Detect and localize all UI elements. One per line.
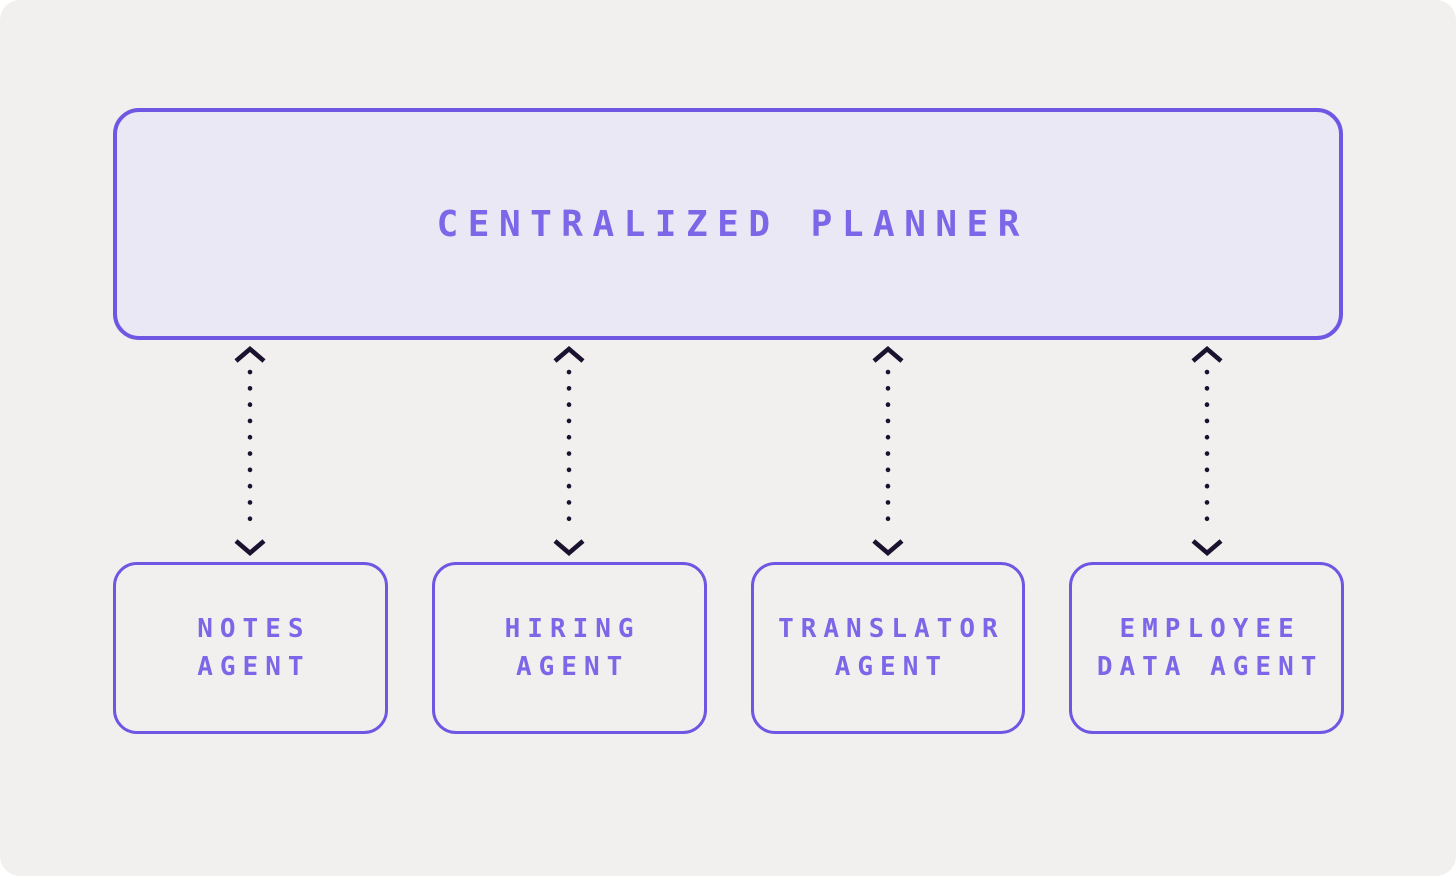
centralized-planner-box: CENTRALIZED PLANNER [113,108,1343,340]
agent-label-line: EMPLOYEE [1119,614,1301,644]
agent-label-line: AGENT [197,652,311,682]
agent-label-line: NOTES [197,614,311,644]
agent-label-line: AGENT [515,652,630,682]
agent-label-line: DATA AGENT [1096,652,1324,682]
double-arrow-connector-employee-data [1191,345,1223,557]
agent-box-employee-data: EMPLOYEE DATA AGENT [1069,562,1344,734]
agent-box-notes: NOTES AGENT [113,562,388,734]
agents-row: NOTES AGENT HIRING AGENT TRANSLATOR AGEN… [113,562,1344,734]
agent-label-line: HIRING [504,614,641,644]
double-arrow-connector-notes [234,345,266,557]
agent-label-line: TRANSLATOR [778,614,1005,644]
agent-box-hiring: HIRING AGENT [431,562,707,734]
agent-label-line: AGENT [834,652,949,682]
double-arrow-connector-hiring [553,345,585,557]
double-arrow-connector-translator [872,345,904,557]
centralized-planner-label: CENTRALIZED PLANNER [436,203,1029,245]
agent-box-translator: TRANSLATOR AGENT [750,562,1026,734]
